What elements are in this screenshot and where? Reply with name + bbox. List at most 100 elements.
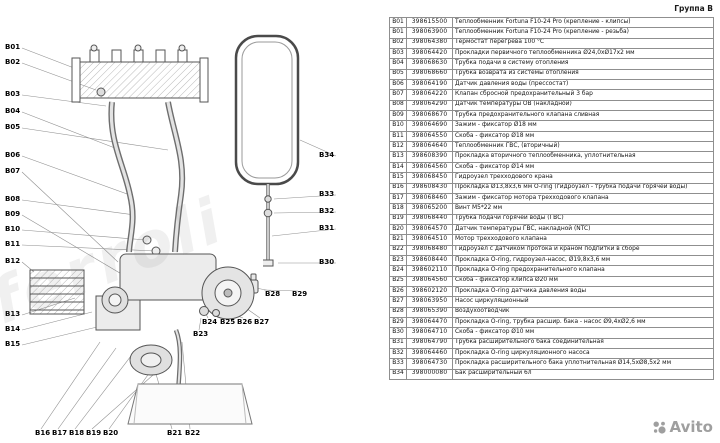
table-row: B22 398068480 Гидроузел с датчиком прото… <box>389 244 714 256</box>
table-row: B34 398000080 Бак расширительный 6л <box>389 368 714 381</box>
part-code: 398063950 <box>406 296 453 308</box>
table-row: B32 398064460 Прокладка O-ring циркуляци… <box>389 347 714 360</box>
part-name: Скоба - фиксатор Ø18 мм <box>452 130 714 143</box>
part-name: Термостат перегрева 100 °C <box>452 37 714 50</box>
part-code: 398000080 <box>406 368 453 381</box>
part-name: Прокладка O-ring предохранительного клап… <box>452 265 714 277</box>
secondary-heat-exchanger-drawing <box>29 269 85 315</box>
diagram-label-b27: B27 <box>254 318 270 326</box>
part-code: 398064790 <box>406 337 453 350</box>
part-ref: B10 <box>389 120 407 132</box>
diagram-label-b30: B30 <box>319 258 335 266</box>
table-row: B19 398068440 Трубка подачи горячей воды… <box>389 213 714 225</box>
part-ref: B26 <box>389 285 407 298</box>
table-row: B25 398064560 Скоба - фиксатор клипса Ø2… <box>389 275 714 287</box>
part-name: Трубка подачи горячей воды (ГВС) <box>452 213 714 225</box>
part-ref: B21 <box>389 234 407 246</box>
part-name: Прокладка O-ring, трубка расшир. бака - … <box>452 316 714 329</box>
part-code: 398064380 <box>406 37 453 50</box>
part-ref: B06 <box>389 79 407 91</box>
part-code: 398065390 <box>406 306 453 318</box>
part-code: 398608430 <box>406 182 453 194</box>
part-ref: B22 <box>389 244 407 256</box>
parts-table: B01 398615500 Теплообменник Fortuna F10-… <box>389 16 714 381</box>
table-row: B20 398064570 Датчик температуры ГВС, на… <box>389 223 714 236</box>
diagram-label-b09: B09 <box>5 210 21 218</box>
diagram-label-b31: B31 <box>319 224 335 232</box>
overheat-thermostat-drawing <box>96 87 106 97</box>
expansion-tank-tube-drawing <box>263 184 274 267</box>
part-ref: B03 <box>389 48 407 60</box>
diagram-label-b04: B04 <box>5 107 21 115</box>
part-name: Воздухоотводчик <box>452 306 714 318</box>
diagram-label-b10: B10 <box>5 225 21 233</box>
part-ref: B15 <box>389 172 407 184</box>
part-ref: B01 <box>389 16 407 29</box>
diagram-label-b08: B08 <box>5 195 21 203</box>
part-name: Теплообменник ГВС, (вторичный) <box>452 141 714 153</box>
part-name: Прокладка Ø13,8x3,6 мм O-ring (гидроузел… <box>452 182 714 194</box>
part-ref: B07 <box>389 89 407 101</box>
part-ref: B20 <box>389 223 407 236</box>
diagram-label-b01: B01 <box>5 43 21 51</box>
table-row: B27 398063950 Насос циркуляционный <box>389 296 714 308</box>
diagram-label-b15: B15 <box>5 340 21 348</box>
diagram-label-b07: B07 <box>5 167 21 175</box>
table-row: B23 398608440 Прокладка O-ring, гидроузе… <box>389 254 714 267</box>
part-code: 398608440 <box>406 254 453 267</box>
part-name: Гидроузел трехходового крана <box>452 172 714 184</box>
part-ref: B30 <box>389 327 407 339</box>
part-code: 398068460 <box>406 192 453 205</box>
diagram-label-b20: B20 <box>103 429 119 437</box>
diagram-label-b03: B03 <box>5 90 21 98</box>
part-code: 398064570 <box>406 223 453 236</box>
table-row: B08 398064290 Датчик температуры ОВ (нак… <box>389 99 714 112</box>
part-name: Трубка расширительного бака соединительн… <box>452 337 714 350</box>
table-row: B11 398064550 Скоба - фиксатор Ø18 мм <box>389 130 714 143</box>
part-code: 398064420 <box>406 48 453 60</box>
avito-watermark-text: Avito <box>669 418 713 436</box>
table-row: B24 398602110 Прокладка O-ring предохран… <box>389 265 714 277</box>
part-ref: B09 <box>389 110 407 122</box>
part-ref: B29 <box>389 316 407 329</box>
pipes-drawing <box>108 101 186 256</box>
avito-watermark: Avito <box>652 418 713 436</box>
part-ref: B17 <box>389 192 407 205</box>
table-row: B31 398064790 Трубка расширительного бак… <box>389 337 714 350</box>
part-name: Скоба - фиксатор Ø14 мм <box>452 161 714 174</box>
diagram-label-b22: B22 <box>185 429 201 437</box>
part-name: Трубка возврата из системы отопления <box>452 68 714 81</box>
table-row: B26 398602120 Прокладка O-ring датчика д… <box>389 285 714 298</box>
part-name: Гидроузел с датчиком протока и краном по… <box>452 244 714 256</box>
part-code: 398068440 <box>406 213 453 225</box>
part-ref: B23 <box>389 254 407 267</box>
part-code: 398064560 <box>406 161 453 174</box>
part-name: Трубка предохранительного клапана сливна… <box>452 110 714 122</box>
part-name: Скоба - фиксатор Ø10 мм <box>452 327 714 339</box>
part-ref: B24 <box>389 265 407 277</box>
part-ref: B12 <box>389 141 407 153</box>
part-ref: B19 <box>389 213 407 225</box>
diagram-label-b12: B12 <box>5 257 21 265</box>
diagram-label-b13: B13 <box>5 310 21 318</box>
table-row: B18 398065200 Винт M5*22 мм <box>389 203 714 215</box>
diagram-label-b17: B17 <box>52 429 68 437</box>
diagram-label-b24: B24 <box>202 318 218 326</box>
part-name: Винт M5*22 мм <box>452 203 714 215</box>
parts-table-body: B01 398615500 Теплообменник Fortuna F10-… <box>389 16 714 381</box>
part-name: Скоба - фиксатор клипса Ø20 мм <box>452 275 714 287</box>
diagram-label-b28: B28 <box>265 290 281 298</box>
diagram-label-b11: B11 <box>5 240 21 248</box>
part-ref: B18 <box>389 203 407 215</box>
table-row: B29 398064470 Прокладка O-ring, трубка р… <box>389 316 714 329</box>
part-code: 398064220 <box>406 89 453 101</box>
part-code: 398064290 <box>406 99 453 112</box>
part-name: Датчик температуры ГВС, накладной (NTC) <box>452 223 714 236</box>
diagram-label-b16: B16 <box>35 429 51 437</box>
table-row: B05 398068660 Трубка возврата из системы… <box>389 68 714 81</box>
part-code: 398064470 <box>406 316 453 329</box>
part-ref: B32 <box>389 347 407 360</box>
part-name: Датчик температуры ОВ (накладной) <box>452 99 714 112</box>
part-code: 398064190 <box>406 79 453 91</box>
